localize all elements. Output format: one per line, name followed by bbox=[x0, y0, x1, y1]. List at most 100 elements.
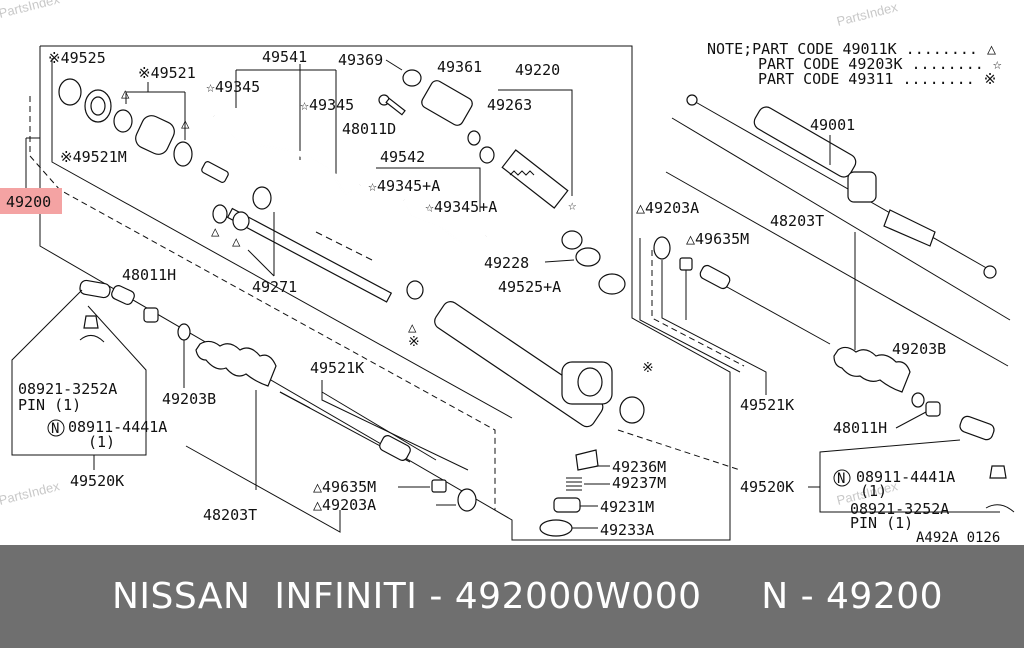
clip-right-icon bbox=[679, 257, 693, 271]
right-group-frame bbox=[665, 171, 1009, 367]
dash-retainer-guide bbox=[617, 429, 741, 471]
valve-port-icon bbox=[577, 367, 603, 397]
inner-tie-rod-right-joint-icon bbox=[699, 264, 731, 290]
label-08911-left-qty: (1) bbox=[88, 433, 115, 451]
label-48011d: 48011D bbox=[342, 120, 396, 138]
tie-rod-sleeve-left-icon bbox=[111, 285, 135, 305]
label-49200: 49200 bbox=[6, 193, 51, 211]
label-49521: ※49521 bbox=[138, 64, 196, 82]
pinion-gear-teeth-icon bbox=[509, 170, 535, 176]
rack-boot-right-icon bbox=[833, 346, 911, 393]
rack-boot-left-icon bbox=[195, 340, 277, 387]
label-49203a-left: △49203A bbox=[313, 496, 376, 514]
watermark-top-right: PartsIndex bbox=[835, 0, 899, 29]
triangle-mark-icon-4: △ bbox=[232, 234, 241, 250]
adjust-screw-icon bbox=[553, 497, 581, 513]
label-49361: 49361 bbox=[437, 58, 482, 76]
leader-48011h-right bbox=[895, 411, 927, 429]
triangle-mark-icon-2: △ bbox=[181, 116, 190, 132]
inner-tie-rod-left-joint-icon bbox=[379, 435, 411, 461]
label-49542: 49542 bbox=[380, 148, 425, 166]
rack-teeth-icon bbox=[315, 231, 373, 261]
note-line-2: PART CODE 49203K ........ ☆ bbox=[758, 55, 1002, 73]
label-49233a: 49233A bbox=[600, 521, 654, 539]
n-mark-right-text: N bbox=[837, 471, 845, 487]
label-49521m: ※49521M bbox=[60, 148, 127, 166]
jam-nut-left-icon bbox=[143, 307, 159, 323]
label-49520k-left: 49520K bbox=[70, 472, 124, 490]
spring-icon bbox=[566, 477, 582, 491]
label-49520k-right: 49520K bbox=[740, 478, 794, 496]
label-49345-d: ☆49345+A bbox=[425, 198, 497, 216]
label-49203a-right: △49203A bbox=[636, 199, 699, 217]
seal-ring-icon bbox=[58, 78, 82, 106]
bolt-shaft-icon bbox=[385, 97, 406, 116]
assembled-gear-valve-icon bbox=[847, 171, 877, 203]
steering-gear-parts-diagram: PartsIndex PartsIndex PartsIndex PartsIn… bbox=[0, 0, 1015, 545]
label-49228: 49228 bbox=[484, 254, 529, 272]
return-pipe-inner bbox=[403, 199, 487, 246]
n-mark-left-text: N bbox=[51, 421, 59, 437]
housing-seal-icon bbox=[467, 130, 481, 146]
label-48011h-left: 48011H bbox=[122, 266, 176, 284]
leader-49220 bbox=[498, 89, 573, 196]
label-49263: 49263 bbox=[487, 96, 532, 114]
retainer-icon bbox=[575, 449, 599, 471]
label-49525: ※49525 bbox=[48, 49, 106, 67]
kome-mark-icon-2: ※ bbox=[642, 360, 654, 376]
kome-mark-icon: ※ bbox=[408, 334, 420, 350]
label-08921-right: 08921-3252A bbox=[850, 500, 949, 518]
label-49541: 49541 bbox=[262, 48, 307, 66]
highlight-box bbox=[0, 188, 62, 214]
label-49345-b: ☆49345 bbox=[300, 96, 354, 114]
label-49525a: 49525+A bbox=[498, 278, 561, 296]
washer-icon bbox=[113, 109, 133, 133]
note-line-3: PART CODE 49311 ........ ※ bbox=[758, 70, 996, 88]
label-49220: 49220 bbox=[515, 61, 560, 79]
label-49345-c: ☆49345+A bbox=[368, 177, 440, 195]
label-08911-right: 08911-4441A bbox=[856, 468, 955, 486]
label-08921-left-pin: PIN (1) bbox=[18, 396, 81, 414]
star-mark-icon: ☆ bbox=[568, 198, 577, 214]
watermark-top-left: PartsIndex bbox=[0, 0, 62, 21]
tie-rod-end-left-icon bbox=[79, 279, 111, 299]
label-08911-right-qty: (1) bbox=[860, 482, 887, 500]
dust-cap-icon bbox=[598, 273, 626, 295]
bracket-right-group bbox=[819, 439, 1000, 513]
tie-rod-end-right-icon bbox=[959, 415, 995, 441]
bearing-inner-icon bbox=[90, 96, 106, 116]
n-mark-right-icon bbox=[833, 469, 851, 487]
boot-clamp-small-left-icon bbox=[177, 323, 191, 341]
frame-inner-line bbox=[51, 58, 513, 419]
n-mark-left-icon bbox=[47, 419, 65, 437]
valve-housing-icon bbox=[421, 80, 473, 126]
footer-bar: NISSAN INFINITI - 492000W000 N - 49200 bbox=[0, 545, 1024, 648]
assembled-gear-body-icon bbox=[691, 99, 991, 271]
label-08921-left: 08921-3252A bbox=[18, 380, 117, 398]
rack-piston-icon bbox=[252, 186, 272, 210]
pinion-nut-icon bbox=[575, 247, 601, 267]
label-49345-a: ☆49345 bbox=[206, 78, 260, 96]
pinion-seal-icon bbox=[479, 146, 495, 164]
leader-49542 bbox=[376, 167, 481, 212]
label-49635m-left: △49635M bbox=[313, 478, 376, 496]
leader-49521 bbox=[125, 82, 149, 104]
main-frame-outline bbox=[39, 45, 731, 541]
o-ring-icon bbox=[173, 141, 193, 167]
clip-left-icon bbox=[431, 479, 447, 493]
rack-bar-icon bbox=[226, 207, 393, 303]
jam-nut-right-icon bbox=[925, 401, 941, 417]
label-49521k-left: 49521K bbox=[310, 359, 364, 377]
label-48203t-left: 48203T bbox=[203, 506, 257, 524]
triangle-mark-icon: △ bbox=[121, 86, 130, 102]
pinion-bearing-icon bbox=[561, 230, 583, 250]
label-49236m: 49236M bbox=[612, 458, 666, 476]
label-08911-left: 08911-4441A bbox=[68, 418, 167, 436]
leader-49521k-left bbox=[321, 380, 469, 471]
triangle-mark-icon-3: △ bbox=[211, 224, 220, 240]
leader-49521k-right bbox=[661, 260, 767, 395]
triangle-mark-icon-5: △ bbox=[408, 320, 417, 336]
inner-tie-rod-left-thread-icon bbox=[279, 391, 311, 409]
rack-end-icon bbox=[201, 161, 229, 183]
